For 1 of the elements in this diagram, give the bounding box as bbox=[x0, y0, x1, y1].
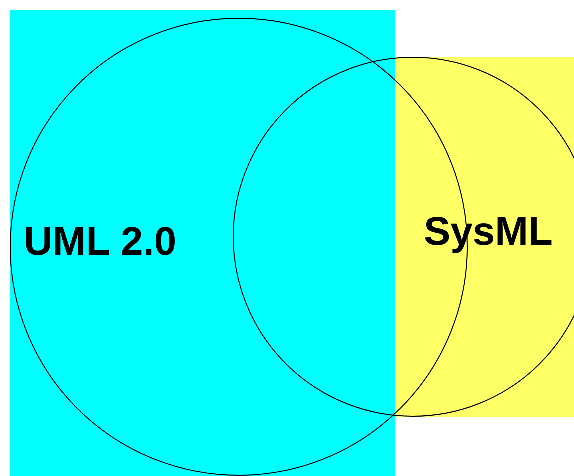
set-label: UML 2.0 bbox=[24, 222, 177, 262]
